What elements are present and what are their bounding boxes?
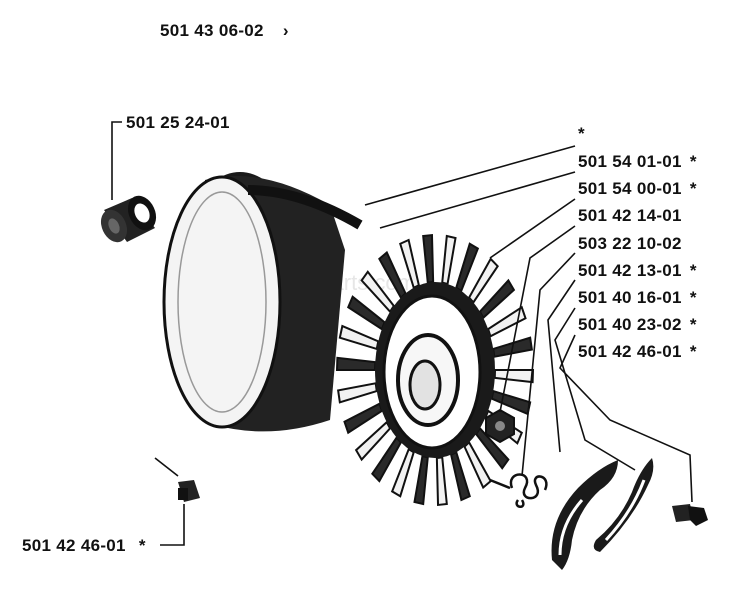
bushing-part — [100, 195, 157, 243]
clutch-drum-part — [162, 172, 363, 432]
flywheel-fin — [413, 454, 429, 506]
assembly-number: 501 43 06-02 › — [160, 21, 289, 41]
label-right-star: * — [689, 315, 697, 335]
flywheel-fin — [335, 356, 377, 371]
label-right-3: 503 22 10-02 — [578, 234, 690, 254]
bolt-left-part — [178, 480, 200, 502]
clutch-shoe-left — [551, 460, 618, 570]
label-bolt-left-text: 501 42 46-01 — [22, 536, 126, 555]
label-right-star: * — [689, 260, 697, 280]
label-bolt-left-star: * — [138, 536, 146, 555]
label-right-text: 501 54 01-01 — [578, 152, 682, 171]
label-right-text: 501 42 13-01 — [578, 260, 682, 280]
flywheel-fin — [343, 402, 384, 435]
flywheel-fin — [336, 382, 378, 404]
flywheel-fin — [346, 295, 386, 331]
label-bushing: 501 25 24-01 — [126, 113, 230, 132]
label-right-star: * — [689, 179, 697, 199]
label-right-7: 501 42 46-01 * — [578, 342, 697, 362]
label-right-star: * — [689, 288, 697, 307]
label-right-text: 501 42 14-01 — [578, 206, 682, 226]
label-right-star: * — [689, 342, 697, 362]
label-right-text: 501 40 23-02 — [578, 315, 682, 335]
label-right-2: 501 42 14-01 — [578, 206, 690, 226]
label-right-text: 503 22 10-02 — [578, 233, 682, 253]
flywheel-fin — [422, 233, 435, 284]
label-bolt-left: 501 42 46-01 * — [22, 536, 146, 556]
flywheel-part — [335, 233, 535, 507]
spring-part — [489, 473, 548, 508]
label-lone-star: * — [578, 124, 585, 143]
flywheel-fin — [435, 456, 448, 507]
label-right-4: 501 42 13-01 * — [578, 261, 697, 281]
flywheel-fin — [441, 234, 457, 286]
flywheel-fin — [449, 450, 471, 502]
assembly-arrow: › — [282, 21, 289, 40]
assembly-number-text: 501 43 06-02 — [160, 21, 264, 40]
nut-part — [485, 408, 515, 444]
label-right-text: 501 40 16-01 — [578, 288, 682, 307]
label-right-0: 501 54 01-01 * — [578, 152, 697, 172]
label-right-text: 501 54 00-01 — [578, 179, 682, 199]
label-right-star: * — [689, 152, 697, 171]
flywheel-fin — [338, 324, 380, 351]
clutch-shoe-right — [593, 458, 654, 552]
label-right-6: 501 40 23-02 * — [578, 315, 697, 335]
flywheel-fin — [390, 447, 415, 498]
flywheel-fin — [455, 242, 480, 293]
label-right-text: 501 42 46-01 — [578, 342, 682, 362]
leader-lines — [111, 121, 693, 546]
label-right-1: 501 54 00-01 * — [578, 179, 697, 199]
bolt-right-part — [672, 504, 708, 526]
label-right-5: 501 40 16-01 * — [578, 288, 697, 308]
flywheel-fin — [493, 369, 535, 384]
